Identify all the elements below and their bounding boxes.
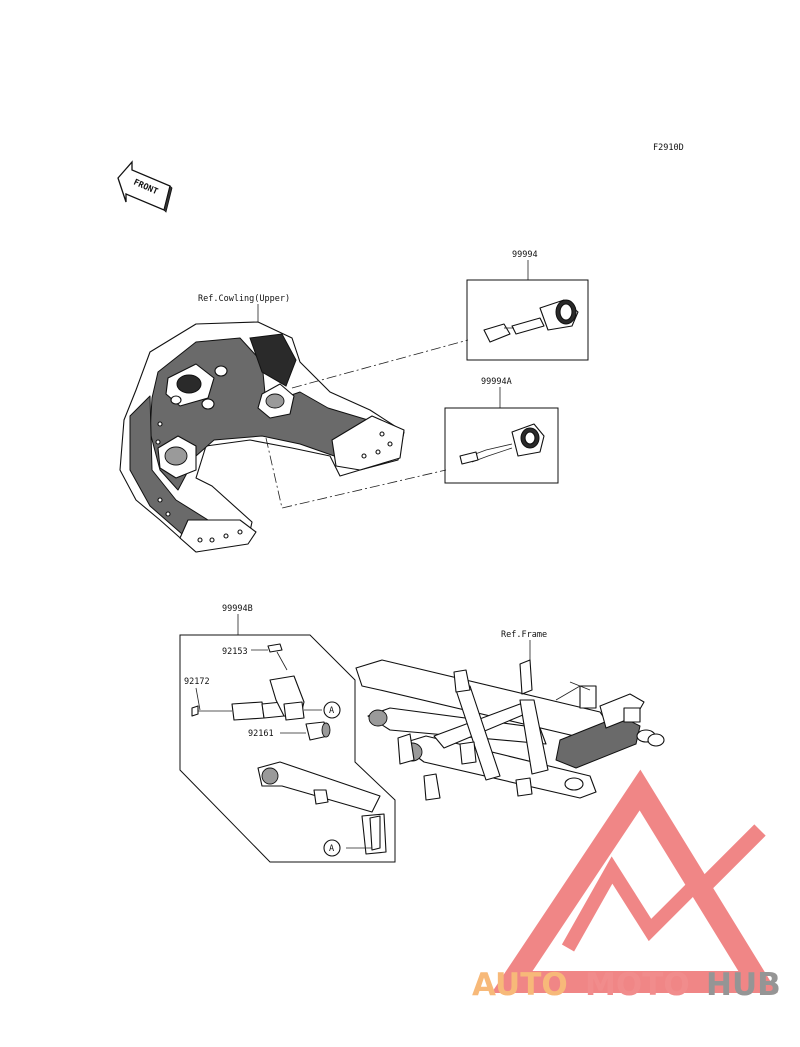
part-92153-label: 92153 [222, 647, 248, 657]
logo-word-moto: MOTO [585, 967, 690, 1003]
connector-a-bottom [323, 839, 341, 857]
connector-a-top [323, 701, 341, 719]
sub-frame: Ref.Frame [355, 630, 665, 801]
triangle-logo-icon [491, 769, 778, 993]
connector-a-top-label: A [329, 706, 334, 716]
part-92161-label: 92161 [248, 729, 274, 739]
logo-word-hub: HUB [706, 967, 781, 1003]
upper-cowling: Ref.Cowling(Upper) [119, 294, 405, 553]
part-99994-label: 99994 [512, 250, 538, 260]
automotohub-logo: AUTO MOTO HUB [472, 769, 781, 1003]
part-99994B-label: 99994B [222, 604, 253, 614]
ref-frame-label: Ref.Frame [501, 630, 547, 640]
connector-a-bottom-label: A [329, 844, 334, 854]
kit-99994: 99994 [466, 250, 589, 361]
front-arrow-icon: FRONT [117, 160, 173, 213]
logo-word-auto: AUTO [472, 967, 568, 1003]
ref-cowling-label: Ref.Cowling(Upper) [198, 294, 290, 304]
kit-99994B: 99994B 92153 92172 A 92161 A [179, 604, 396, 863]
kit-99994A: 99994A [444, 377, 559, 484]
diagram-code: F2910D [653, 143, 684, 153]
part-99994A-label: 99994A [481, 377, 512, 387]
part-92172-label: 92172 [184, 677, 210, 687]
